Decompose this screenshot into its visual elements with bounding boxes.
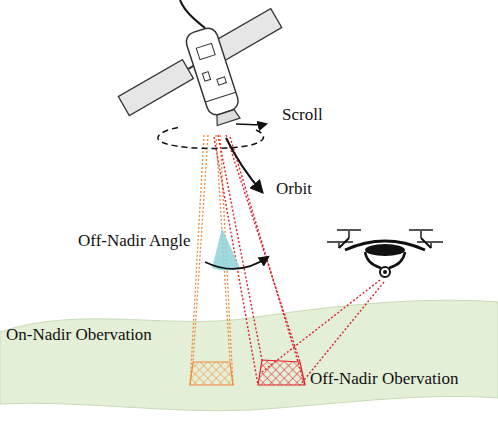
off-nadir-footprint xyxy=(258,360,305,385)
angle-arc xyxy=(205,257,268,269)
scroll-arrowhead xyxy=(236,123,266,125)
scroll-arrow xyxy=(158,127,264,148)
annotation-label: Scroll xyxy=(282,106,323,125)
annotation-label: Off-Nadir Obervation xyxy=(310,370,458,389)
ground xyxy=(0,300,498,411)
on-nadir-footprint xyxy=(190,362,233,385)
orbit-line xyxy=(180,0,205,28)
angle-wedge xyxy=(212,228,240,271)
annotation-label: On-Nadir Obervation xyxy=(6,326,152,345)
satellite xyxy=(107,6,305,152)
drone xyxy=(327,230,443,277)
annotation-label: Orbit xyxy=(276,180,312,199)
annotation-label: Off-Nadir Angle xyxy=(78,232,191,251)
